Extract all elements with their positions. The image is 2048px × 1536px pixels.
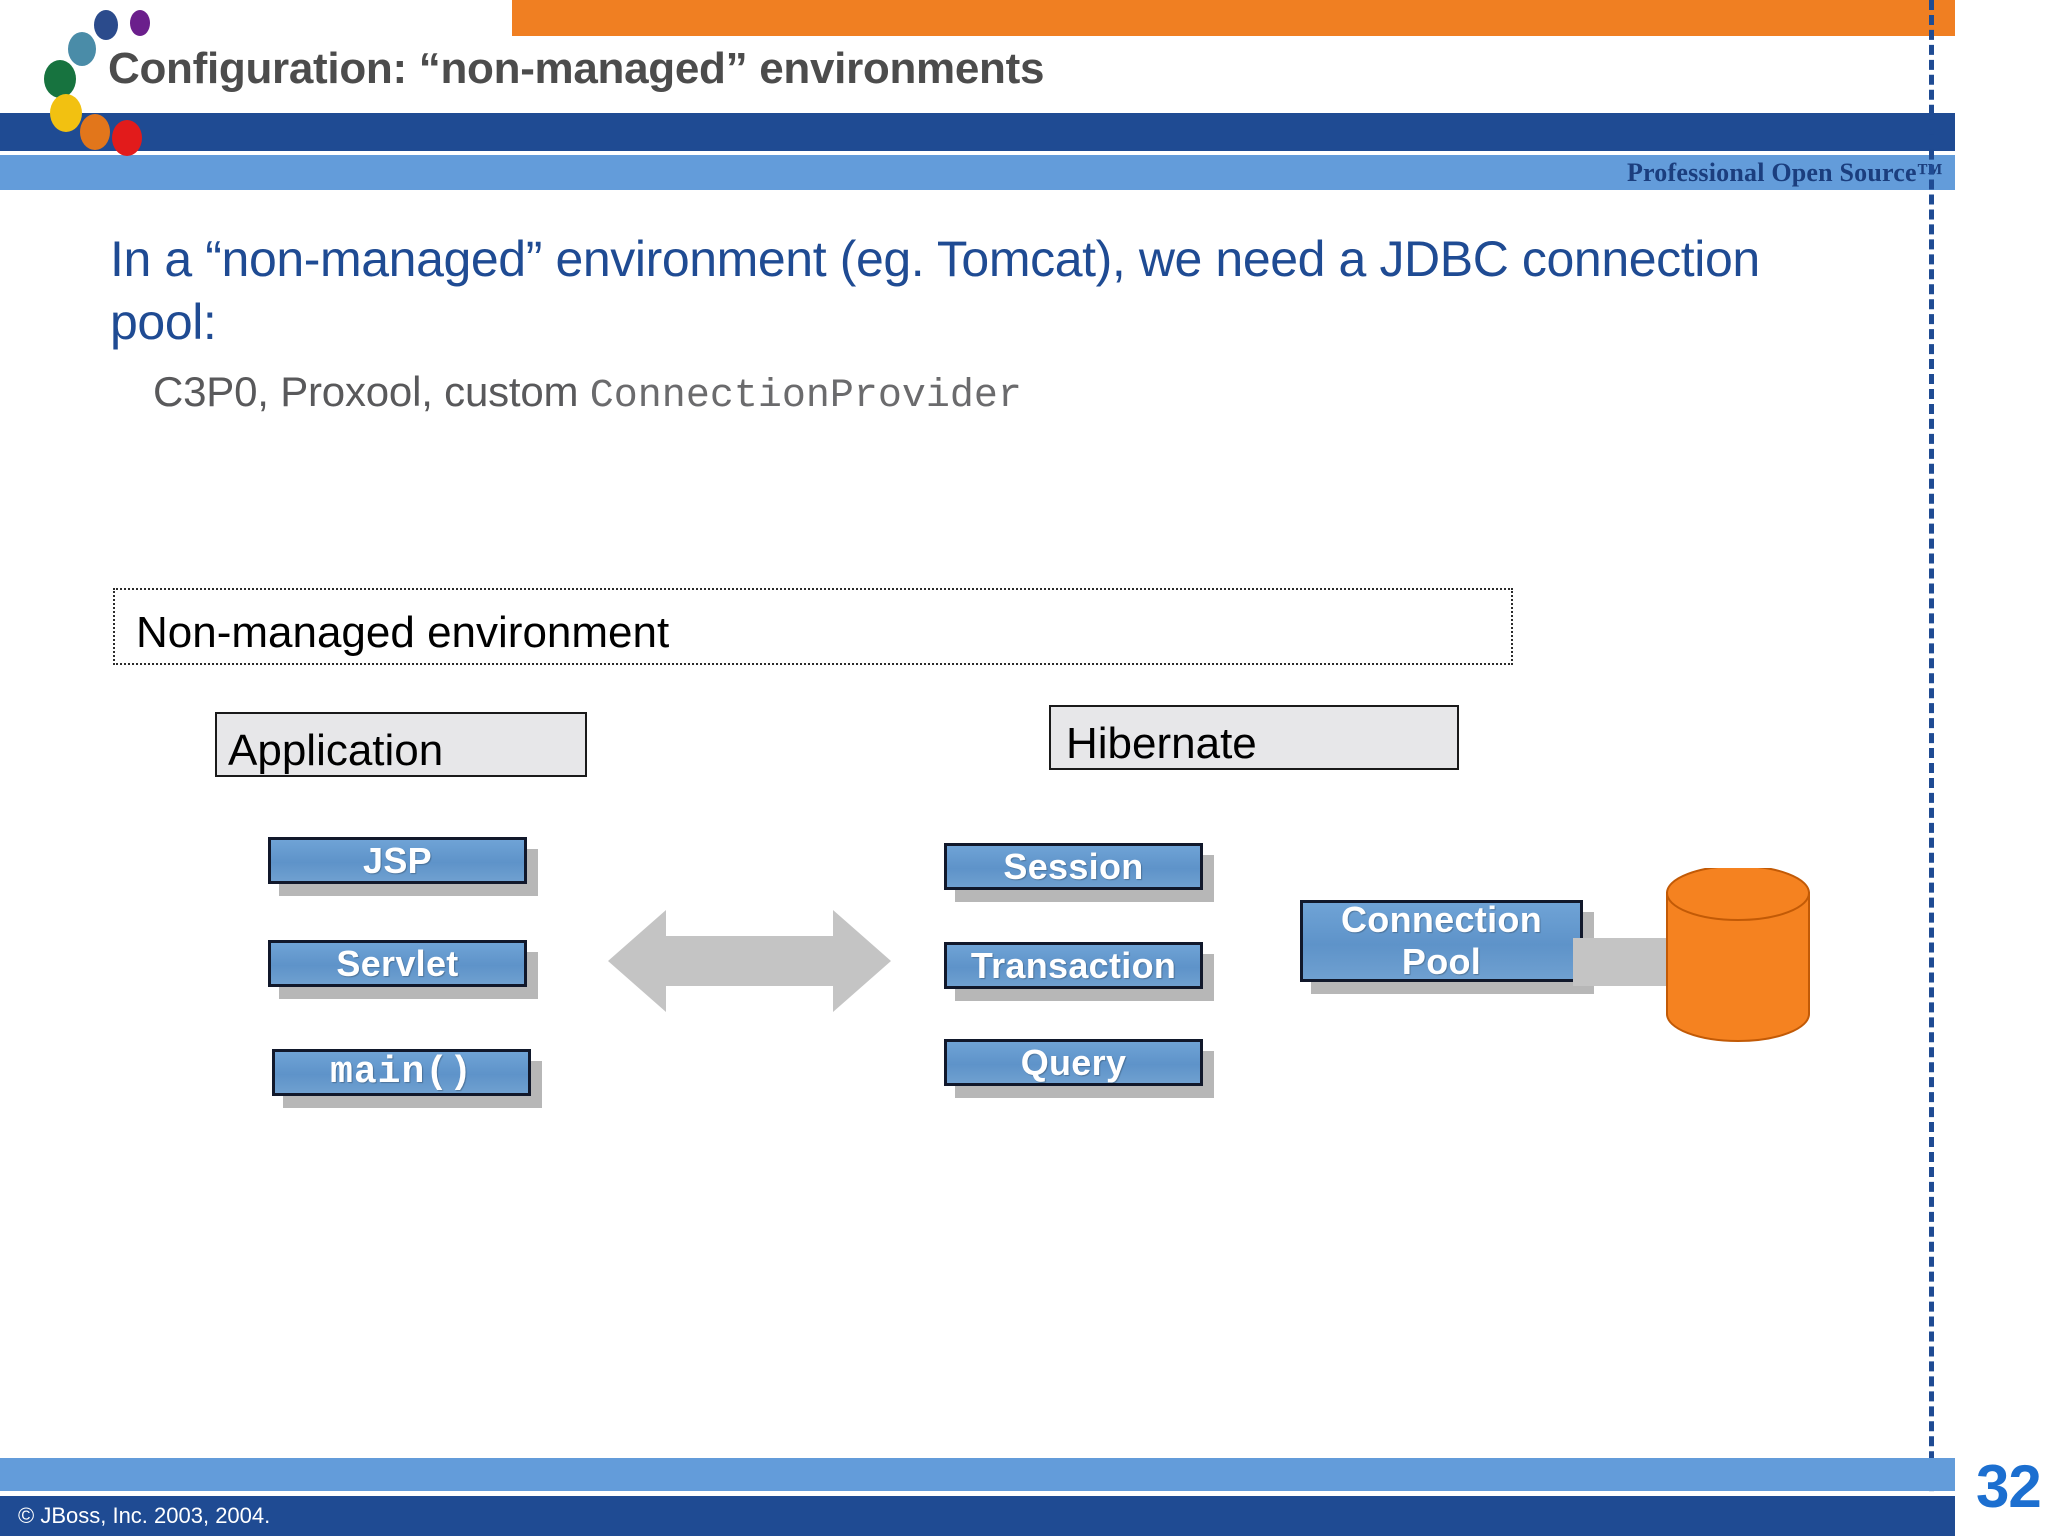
tagline-text: Professional Open Source™ xyxy=(1626,158,1943,187)
jboss-logo-dots xyxy=(28,2,150,156)
logo-dot-teal xyxy=(68,32,96,66)
page-title: Configuration: “non-managed” environment… xyxy=(108,44,1045,93)
logo-dot-navy xyxy=(94,10,118,40)
non-managed-environment-box xyxy=(113,588,1513,665)
sub-bullet-line: C3P0, Proxool, custom ConnectionProvider xyxy=(153,368,1022,419)
header-orange-bar xyxy=(512,0,1955,36)
logo-dot-purple xyxy=(130,10,150,36)
sub-bullet-plain: C3P0, Proxool, custom xyxy=(153,368,590,415)
right-guide-line xyxy=(1929,0,1934,1536)
chip-session[interactable]: Session xyxy=(944,843,1203,890)
hibernate-group-box xyxy=(1049,705,1459,770)
logo-dot-red xyxy=(112,120,142,156)
database-cylinder-icon xyxy=(1663,865,1813,1043)
footer-navy-bar xyxy=(0,1496,1955,1536)
application-group-label: Application xyxy=(228,726,444,775)
chip-main[interactable]: main() xyxy=(272,1049,531,1096)
non-managed-environment-label: Non-managed environment xyxy=(136,608,670,657)
header-tagline-bar: Professional Open Source™ xyxy=(0,155,1955,190)
lead-paragraph: In a “non-managed” environment (eg. Tomc… xyxy=(110,231,1760,350)
copyright-text: © JBoss, Inc. 2003, 2004. xyxy=(18,1503,271,1528)
application-group-box xyxy=(215,712,587,777)
page-number: 32 xyxy=(1976,1453,2042,1520)
logo-dot-yellow xyxy=(50,94,82,132)
chip-servlet[interactable]: Servlet xyxy=(268,940,527,987)
bidirectional-arrow xyxy=(608,906,891,1016)
logo-dot-orange xyxy=(80,114,110,150)
hibernate-group-label: Hibernate xyxy=(1066,719,1257,768)
chip-connection-pool[interactable]: Connection Pool xyxy=(1300,899,1583,982)
header-navy-bar xyxy=(0,113,1955,151)
chip-transaction[interactable]: Transaction xyxy=(944,942,1203,989)
chip-query[interactable]: Query xyxy=(944,1039,1203,1086)
footer-light-bar xyxy=(0,1458,1955,1491)
logo-dot-green xyxy=(44,60,76,98)
sub-bullet-code: ConnectionProvider xyxy=(589,374,1022,419)
connection-pool-line1: Connection xyxy=(1341,899,1542,940)
connection-pool-line2: Pool xyxy=(1401,941,1482,982)
chip-jsp[interactable]: JSP xyxy=(268,837,527,884)
